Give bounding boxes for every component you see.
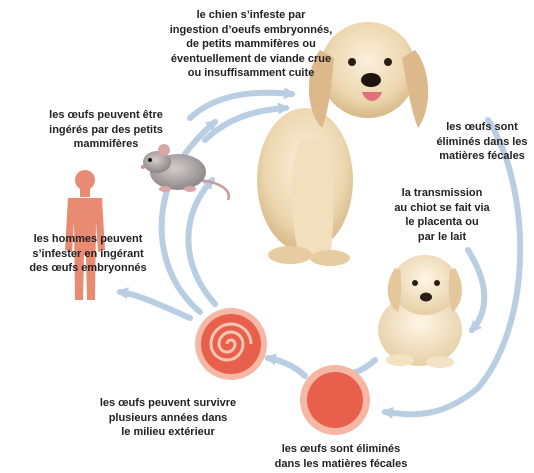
label-humans-infested: les hommes peuvent s’infester en ingéran… <box>14 232 162 276</box>
label-eggs-ingested-mammals: les œufs peuvent être ingérés par des pe… <box>16 108 196 152</box>
arrow-left-inner <box>188 180 215 304</box>
arrow-egg-to-human <box>120 292 190 318</box>
puppy-icon <box>378 255 462 368</box>
label-eggs-eliminated-top: les œufs sont éliminés dans les matières… <box>430 120 534 164</box>
label-eggs-survive: les œufs peuvent survivre plusieurs anné… <box>88 396 248 440</box>
egg-icon <box>300 365 370 435</box>
embryonated-egg-icon <box>195 308 267 380</box>
label-transmission-puppy: la transmission au chiot se fait via le … <box>386 186 498 244</box>
label-dog-infestation: le chien s’infeste par ingestion d’oeufs… <box>128 8 374 81</box>
arrow-right-inner <box>468 250 484 330</box>
label-eggs-eliminated-bottom: les œufs sont éliminés dans les matières… <box>256 442 426 471</box>
arrow-egg-to-egg <box>268 358 305 376</box>
